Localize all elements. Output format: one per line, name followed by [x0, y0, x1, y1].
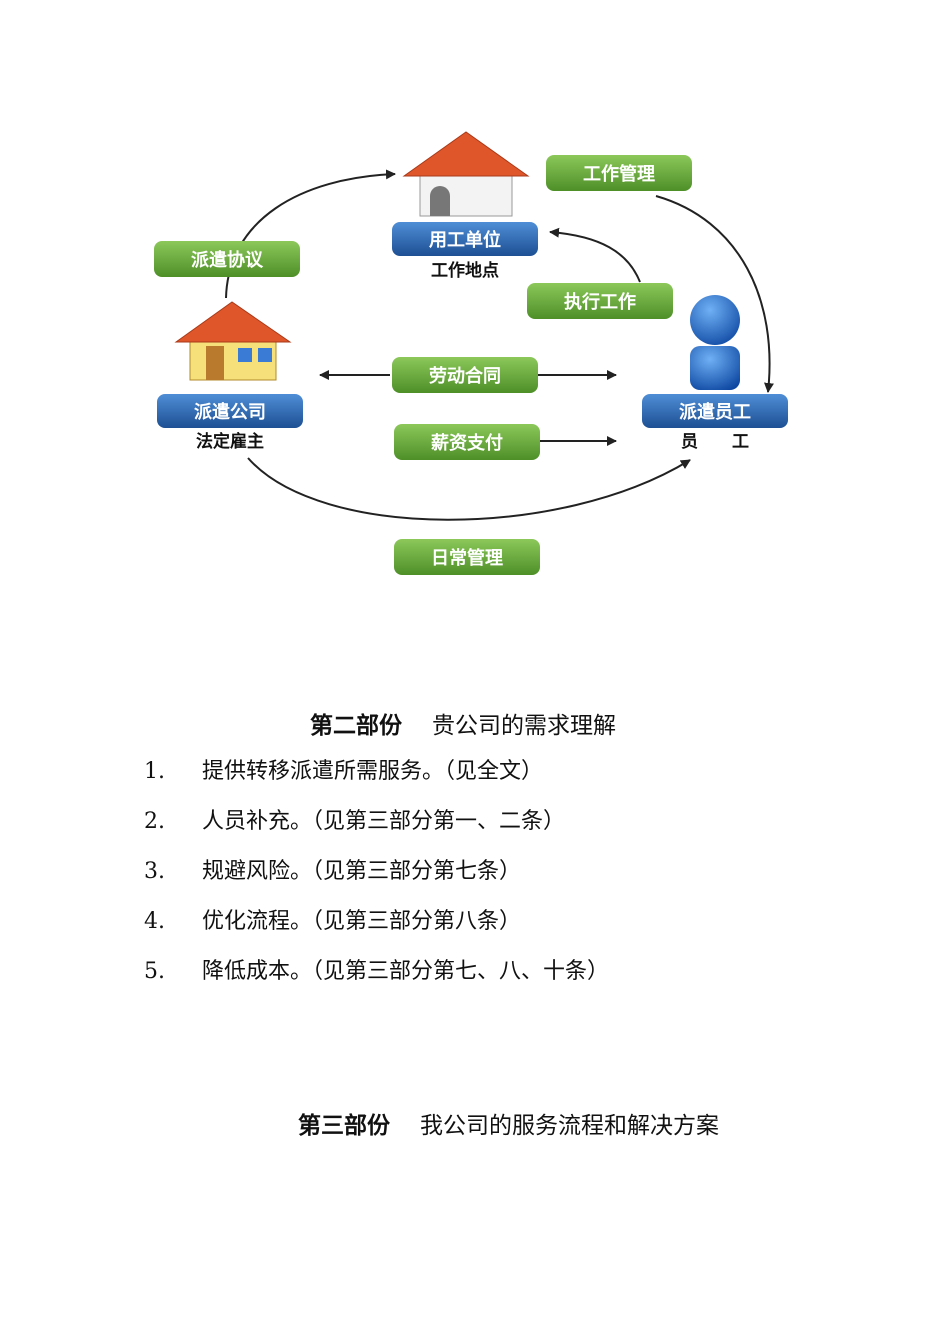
label-daily-management: 日常管理 [431, 547, 503, 569]
label-labor-contract: 劳动合同 [429, 365, 501, 387]
list-item-number: 1. [144, 759, 165, 784]
house-icon-employer [402, 131, 530, 217]
label-execute-work: 执行工作 [564, 291, 636, 313]
list-item-text: 降低成本。（见第三部分第七、八、十条） [202, 959, 610, 984]
dispatch-relationship-diagram: 派遣协议 工作管理 执行工作 劳动合同 薪资支付 日常管理 用工单位 工作地点 … [154, 131, 788, 575]
list-item: 3. 规避风险。（见第三部分第七条） [144, 852, 609, 902]
list-item-text: 提供转移派遣所需服务。（见全文） [202, 759, 544, 784]
list-item: 2. 人员补充。（见第三部分第一、二条） [144, 802, 609, 852]
list-item-number: 2. [144, 809, 165, 834]
label-work-management: 工作管理 [583, 163, 655, 185]
pill-labor-contract: 劳动合同 [392, 357, 538, 393]
list-item-number: 3. [144, 859, 165, 884]
person-icon [690, 295, 740, 390]
node-dispatched-employee-caption: 员 工 [681, 432, 749, 452]
node-employer-unit: 用工单位 [392, 222, 538, 256]
node-dispatch-company: 派遣公司 [157, 394, 303, 428]
list-item: 4. 优化流程。（见第三部分第八条） [144, 902, 609, 952]
part2-label: 第二部份 [310, 712, 402, 739]
part2-heading: 第二部份 贵公司的需求理解 [310, 706, 616, 740]
part3-title: 我公司的服务流程和解决方案 [420, 1113, 719, 1139]
pill-salary-payment: 薪资支付 [394, 424, 540, 460]
node-dispatch-company-name: 派遣公司 [194, 401, 266, 423]
pill-daily-management: 日常管理 [394, 539, 540, 575]
arrow-work-management [655, 195, 774, 393]
arrow-daily-management [247, 457, 691, 521]
node-dispatched-employee: 派遣员工 [642, 394, 788, 428]
part3-heading: 第三部份 我公司的服务流程和解决方案 [298, 1106, 719, 1140]
part3-label: 第三部份 [298, 1112, 390, 1139]
label-agreement: 派遣协议 [191, 249, 264, 271]
node-employer-unit-caption: 工作地点 [431, 260, 499, 281]
list-item-text: 人员补充。（见第三部分第一、二条） [202, 809, 566, 834]
label-salary-payment: 薪资支付 [431, 432, 503, 454]
list-item-number: 4. [144, 909, 165, 934]
part2-title: 贵公司的需求理解 [432, 713, 616, 739]
pill-execute-work: 执行工作 [527, 283, 673, 319]
house-icon-dispatch-company [174, 301, 292, 381]
list-item: 1. 提供转移派遣所需服务。（见全文） [144, 752, 609, 802]
node-employer-unit-name: 用工单位 [429, 229, 501, 251]
list-item: 5. 降低成本。（见第三部分第七、八、十条） [144, 952, 609, 1002]
node-dispatch-company-caption: 法定雇主 [196, 431, 264, 452]
arrow-agreement [225, 169, 396, 299]
node-dispatched-employee-name: 派遣员工 [679, 401, 751, 423]
arrow-execute-work [549, 227, 641, 283]
list-item-number: 5. [144, 959, 165, 984]
list-item-text: 优化流程。（见第三部分第八条） [202, 909, 522, 934]
pill-work-management: 工作管理 [546, 155, 692, 191]
pill-agreement: 派遣协议 [154, 241, 300, 277]
requirements-list: 1. 提供转移派遣所需服务。（见全文） 2. 人员补充。（见第三部分第一、二条） 3… [144, 752, 609, 1002]
list-item-text: 规避风险。（见第三部分第七条） [202, 859, 522, 884]
